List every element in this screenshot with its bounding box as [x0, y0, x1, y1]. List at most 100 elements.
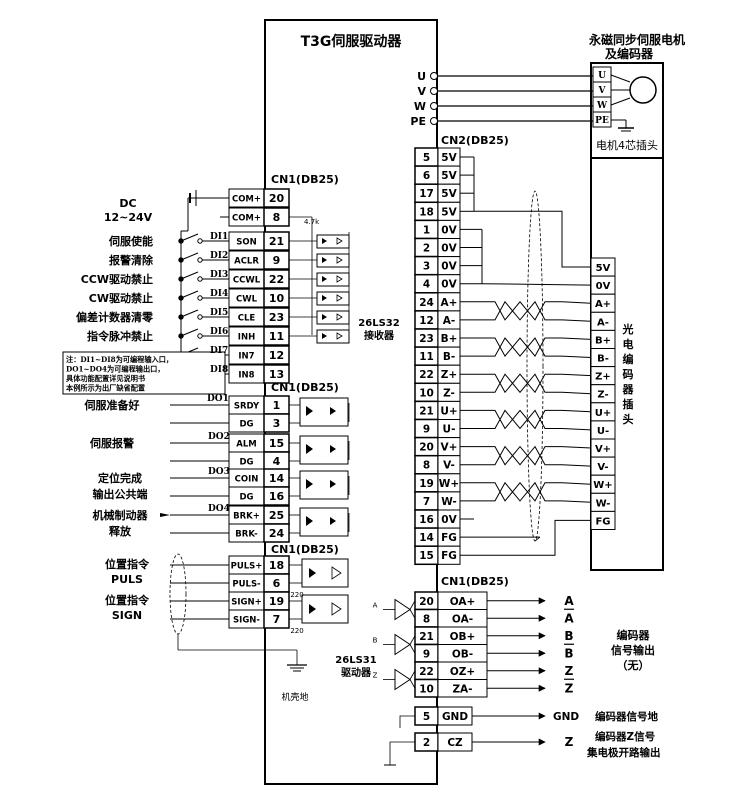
cn2-pin-name: A+ [441, 297, 458, 309]
cn2-signal-wire [460, 445, 592, 466]
encoder-plug-pin: Z+ [595, 372, 611, 383]
note-line: 注：DI1~DI8为可编程输入口， [66, 355, 173, 364]
driver-out [409, 679, 416, 689]
enc-out-pin-name: OB- [452, 649, 473, 661]
encoder-plug-pin: V+ [595, 444, 611, 455]
note-line: DO1~DO4为可编程输出口， [66, 365, 165, 374]
cn2-pin-num: 10 [419, 387, 434, 399]
di-switch-lever [180, 309, 199, 318]
pin-boxes [62, 66, 616, 752]
di-label: 报警清除 [109, 253, 154, 267]
cn2-pin-num: 14 [419, 532, 434, 544]
opto-transistor [336, 332, 343, 340]
motor-title-line1: 永磁同步伺服电机 [588, 32, 685, 47]
driver-out [409, 644, 416, 654]
cn2-pin-num: 19 [419, 478, 434, 490]
cn2-pin-num: 7 [423, 496, 430, 508]
di-switch-node [197, 333, 203, 339]
di-pin-num: 23 [269, 311, 284, 324]
enc-out-label-line3: （无） [617, 659, 650, 672]
cn1-label-top: CN1(DB25) [271, 173, 339, 186]
cn2-pin-name: 5V [441, 206, 457, 218]
cn2-shield [526, 190, 544, 542]
opto-diode [322, 257, 327, 263]
di-switch-node [197, 238, 203, 244]
enc-out-pin-name: OA- [452, 614, 473, 626]
com-pin-num: 8 [273, 211, 281, 224]
encoder-plug-pin: B+ [595, 335, 611, 346]
di-switch-node [197, 295, 203, 301]
di-switch-lever [180, 233, 199, 242]
do-pin-num: 15 [269, 437, 284, 450]
drive-title: T3G伺服驱动器 [301, 33, 403, 50]
di-switch-lever [180, 328, 199, 337]
pulse-pin-num-box [263, 609, 290, 629]
cn2-signal-wire [460, 337, 592, 357]
cn2-pin-num: 8 [423, 460, 430, 472]
di-pin-num: 22 [269, 273, 284, 286]
motor-plug-label: 电机4芯插头 [596, 138, 658, 152]
chassis-ground-label: 机壳地 [281, 691, 308, 703]
cn2-pin-name: A- [443, 315, 455, 327]
power-terminal-v: V [417, 85, 426, 98]
enc-out-signal: Z [565, 681, 574, 695]
pulse-label: 位置指令 [105, 557, 150, 571]
cn2-name-box [437, 545, 461, 565]
encoder-plug-label-char: 器 [622, 383, 635, 396]
note-line: 本例所示为出厂缺省配置 [66, 384, 145, 393]
cn2-pin-num: 2 [423, 243, 430, 255]
di-pin-num: 10 [269, 292, 285, 305]
com-pin-name: COM+ [232, 214, 261, 224]
cn2-signal-wire [460, 373, 592, 394]
cn1-label-enc: CN1(DB25) [441, 575, 509, 588]
di-switch-lever [180, 271, 199, 280]
encoder-plug-pin: A+ [595, 299, 611, 310]
cn2-pin-name: 0V [441, 243, 457, 255]
driver-channel-label: B [373, 637, 378, 645]
pulse-pin-name: SIGN+ [231, 598, 262, 608]
di-tag: DI4 [210, 289, 228, 299]
cn2-signal-wire [460, 373, 592, 395]
opto-transistor [336, 313, 343, 321]
di-tag: DI1 [210, 232, 228, 242]
encoder-plug-label-char: 插 [623, 397, 634, 411]
enc-out-pin-num: 21 [419, 631, 434, 643]
di-pin-num: 9 [273, 254, 281, 267]
opto-diode [322, 238, 327, 244]
cn2-pin-name: 5V [441, 152, 457, 164]
opto-transistor [336, 275, 343, 283]
cn2-pin-name: 0V [441, 514, 457, 526]
enc-out-pin-num: 9 [423, 649, 430, 661]
motor-title-line2: 及编码器 [605, 46, 654, 61]
cn2-pin-num: 21 [419, 405, 434, 417]
motor-terminal-box [592, 111, 612, 128]
di-pin-name: CWL [236, 295, 258, 305]
pulse-label: 位置指令 [105, 593, 150, 607]
enc-out-label-line1: 编码器 [617, 628, 651, 642]
encoder-plug-label-char: 头 [623, 412, 634, 426]
di-pin-num: 13 [269, 368, 284, 381]
do-opto-transistor [330, 407, 336, 415]
di-pin-num: 12 [269, 349, 284, 362]
do-opto-diode [306, 516, 313, 526]
pulse-opto-diode [309, 568, 316, 578]
do-pin-num-box [263, 413, 290, 433]
driver-out [409, 609, 416, 619]
di-pin-name: SON [236, 238, 256, 248]
opto-diode [322, 314, 327, 320]
shield-wire [534, 536, 541, 542]
encoder-plug-label-char: 编 [623, 352, 634, 366]
do-pin-name: BRK- [235, 530, 258, 540]
receiver-label-line2: 接收器 [364, 329, 395, 342]
enc-out-pin-num: 20 [419, 596, 434, 608]
do-label: 伺服报警 [89, 436, 134, 450]
driver-out [409, 635, 416, 645]
cz-name-box [437, 732, 473, 752]
driver-channel-label: A [373, 602, 378, 610]
cn2-pin-name: 5V [441, 170, 457, 182]
do-pin-name: BRK+ [233, 512, 260, 522]
opto-diode [322, 295, 327, 301]
encoder-plug-pin: 0V [596, 281, 611, 292]
cz-internal [389, 741, 415, 765]
dc-label-line2: 12~24V [104, 211, 153, 224]
